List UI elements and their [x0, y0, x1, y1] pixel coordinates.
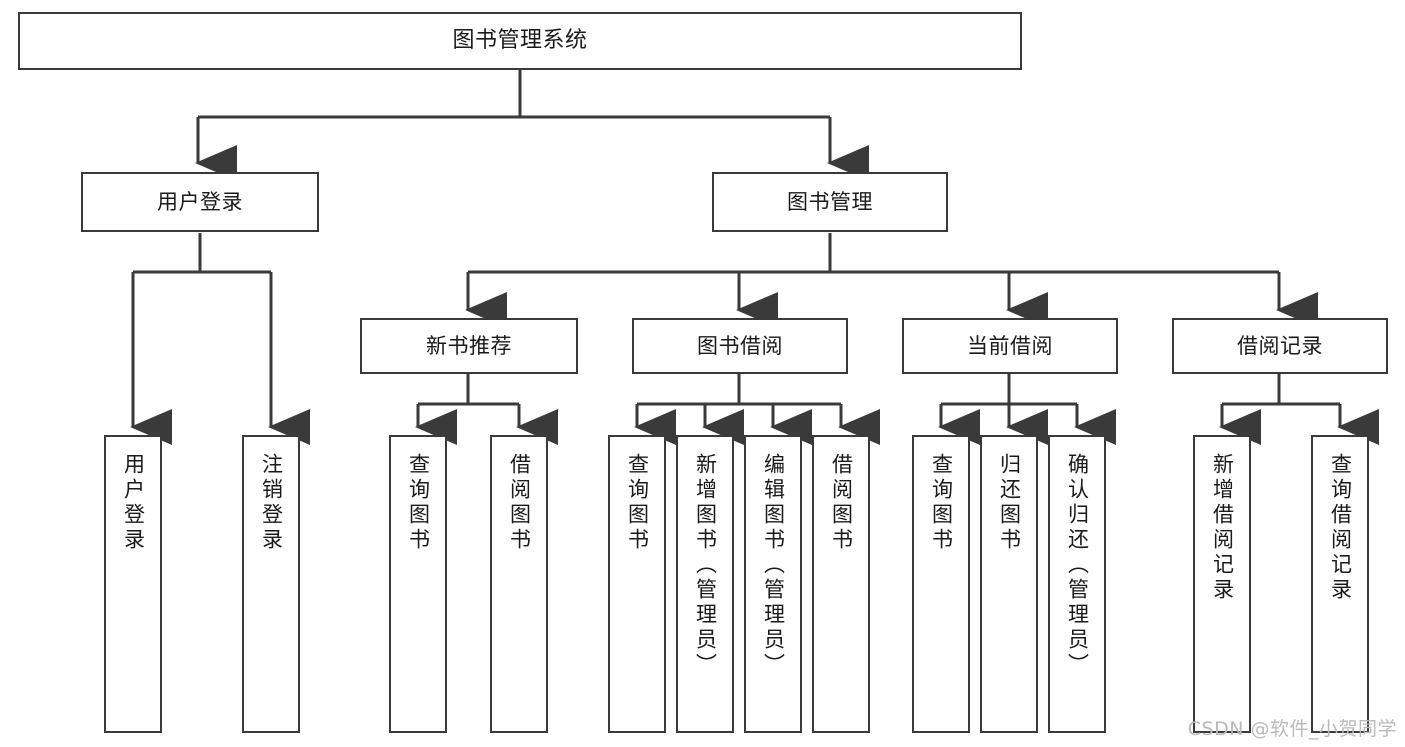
node-leaf-edit-book-admin[interactable]: 编辑图书（管理员） — [744, 435, 802, 733]
node-new-book-recommend[interactable]: 新书推荐 — [360, 318, 578, 374]
node-root-system[interactable]: 图书管理系统 — [18, 12, 1022, 70]
node-leaf-borrow-book-recommend[interactable]: 借阅图书 — [490, 435, 548, 733]
node-label: 查询图书 — [929, 453, 954, 553]
node-label: 图书管理 — [787, 189, 873, 214]
node-label: 借阅图书 — [507, 453, 532, 553]
node-label: 借阅图书 — [829, 453, 854, 553]
node-label: 用户登录 — [157, 189, 243, 214]
node-leaf-logout[interactable]: 注销登录 — [242, 435, 300, 733]
node-label: 图书管理系统 — [452, 28, 588, 54]
node-label: 图书借阅 — [697, 333, 783, 358]
node-leaf-query-borrow-record[interactable]: 查询借阅记录 — [1311, 435, 1369, 733]
watermark: CSDN @软件_小贺同学 — [1187, 718, 1397, 740]
node-label: 查询图书 — [406, 453, 431, 553]
node-user-login[interactable]: 用户登录 — [81, 172, 319, 232]
node-leaf-return-book[interactable]: 归还图书 — [980, 435, 1038, 733]
node-leaf-confirm-return-admin[interactable]: 确认归还（管理员） — [1048, 435, 1106, 733]
node-label: 用户登录 — [121, 453, 146, 553]
node-book-borrow[interactable]: 图书借阅 — [632, 318, 848, 374]
node-label: 查询图书 — [625, 453, 650, 553]
node-label: 注销登录 — [259, 453, 284, 553]
node-leaf-borrow-book[interactable]: 借阅图书 — [812, 435, 870, 733]
node-label: 编辑图书（管理员） — [761, 453, 786, 678]
node-label: 借阅记录 — [1237, 333, 1323, 358]
node-current-borrow[interactable]: 当前借阅 — [902, 318, 1118, 374]
node-label: 当前借阅 — [967, 333, 1053, 358]
node-book-management[interactable]: 图书管理 — [712, 172, 948, 232]
node-leaf-user-login[interactable]: 用户登录 — [104, 435, 162, 733]
node-label: 新增借阅记录 — [1210, 453, 1235, 603]
node-leaf-query-book-recommend[interactable]: 查询图书 — [389, 435, 447, 733]
node-label: 归还图书 — [997, 453, 1022, 553]
node-leaf-add-borrow-record[interactable]: 新增借阅记录 — [1193, 435, 1251, 733]
node-leaf-add-book-admin[interactable]: 新增图书（管理员） — [676, 435, 734, 733]
node-label: 查询借阅记录 — [1328, 453, 1353, 603]
node-leaf-query-book-current[interactable]: 查询图书 — [912, 435, 970, 733]
node-leaf-query-book-borrow[interactable]: 查询图书 — [608, 435, 666, 733]
node-label: 确认归还（管理员） — [1065, 453, 1090, 678]
node-label: 新书推荐 — [426, 333, 512, 358]
node-borrow-records[interactable]: 借阅记录 — [1172, 318, 1388, 374]
node-label: 新增图书（管理员） — [693, 453, 718, 678]
